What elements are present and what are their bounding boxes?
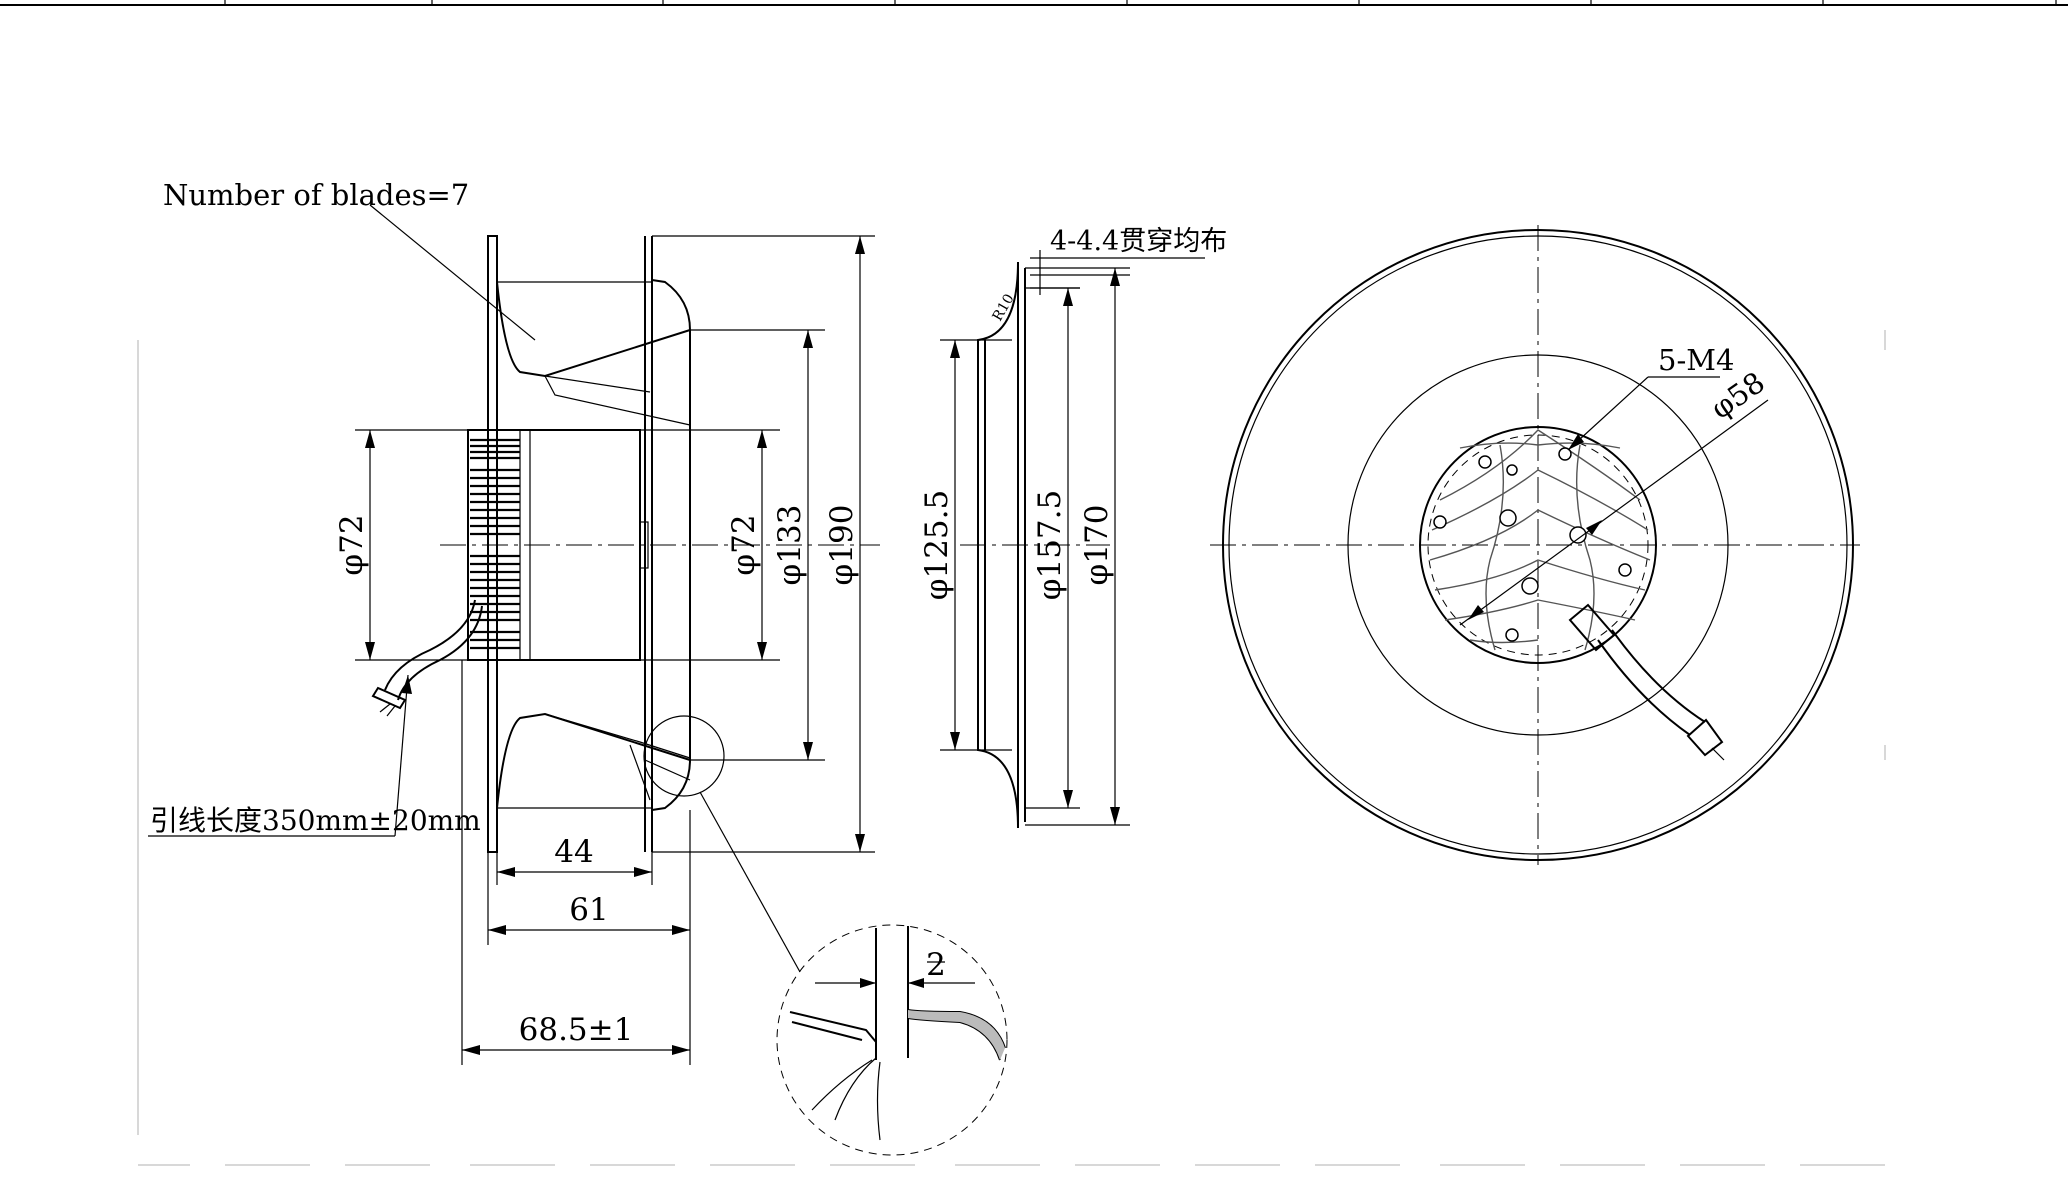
lead-cable (384, 599, 476, 691)
lead-length-note: 引线长度350mm±20mm (150, 804, 481, 837)
blades-note: Number of blades=7 (163, 178, 469, 212)
motor-hub (1419, 426, 1657, 664)
holes-note: 4-4.4贯穿均布 (1050, 226, 1227, 257)
dim-outer-dia: φ190 (824, 505, 860, 586)
dim-width-mid: 61 (569, 892, 608, 928)
dim-motor-dia-right: φ72 (726, 514, 762, 575)
dim-width-inner: 44 (554, 834, 593, 870)
inlet-ring-view: R10 4-4.4贯穿均布 φ125.5 φ157.5 φ170 (919, 226, 1227, 829)
front-view: 5-M4 φ58 (1210, 225, 1860, 865)
corner-radius-note: R10 (990, 291, 1018, 324)
table-remnant (0, 0, 2068, 6)
detail-gap: 2 (926, 947, 946, 983)
dim-throat-dia: φ125.5 (919, 490, 955, 600)
dim-motor-dia-left: φ72 (334, 514, 370, 575)
dim-ring-outer-dia: φ170 (1079, 505, 1115, 586)
frame-marks (137, 330, 1886, 1166)
screws-note: 5-M4 (1658, 343, 1734, 377)
dim-width-total: 68.5±1 (519, 1012, 634, 1048)
dim-flange-dia: φ157.5 (1032, 490, 1068, 600)
detail-view: 2 (776, 924, 1008, 1156)
side-view: φ72 φ72 φ133 φ190 44 61 (148, 178, 880, 1065)
dim-inlet-dia: φ133 (772, 505, 808, 586)
motor-fins (470, 438, 520, 650)
